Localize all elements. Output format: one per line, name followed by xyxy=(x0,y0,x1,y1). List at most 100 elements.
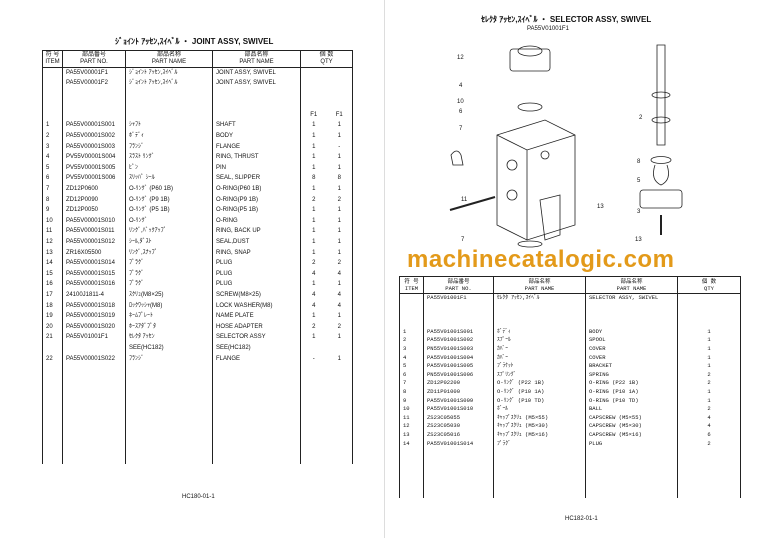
table-cell xyxy=(42,342,63,354)
table-cell: ﾎﾞﾃﾞｨ xyxy=(125,131,213,142)
table-cell: ZS23C05055 xyxy=(423,413,494,423)
table-cell: PLUG xyxy=(212,279,301,290)
table-cell xyxy=(493,310,586,320)
table-cell: 1 xyxy=(399,327,424,337)
callout: 10 xyxy=(457,99,464,105)
table-cell: PA55V00001S022 xyxy=(62,353,126,365)
table-cell xyxy=(42,109,63,121)
table-cell: - xyxy=(326,141,353,153)
table-cell: PA55V01001S005 xyxy=(423,362,494,371)
table-cell: 3 xyxy=(42,141,63,153)
table-cell xyxy=(399,293,424,303)
table-cell: SELECTOR ASSY xyxy=(212,332,301,343)
table-cell xyxy=(300,67,327,79)
table-row xyxy=(399,319,741,328)
table-cell: 1 xyxy=(326,237,353,248)
table-cell xyxy=(300,342,327,354)
table-cell xyxy=(62,109,126,121)
callout: 2 xyxy=(639,115,643,121)
table-cell: 16 xyxy=(42,279,63,290)
table-cell: 21 xyxy=(42,332,63,343)
table-cell: ﾎﾞｰﾙ xyxy=(493,405,586,414)
table-filler xyxy=(399,448,741,499)
table-cell: 2 xyxy=(326,258,353,269)
table-cell: PIN xyxy=(212,162,301,174)
h-qty-jp: 個 数 xyxy=(319,52,334,58)
table-cell: ｽｸﾘｭ(M8×25) xyxy=(125,289,213,301)
table-cell: SEE(HC182) xyxy=(212,342,301,354)
table-cell: NAME PLATE xyxy=(212,311,301,322)
bracket-part xyxy=(539,194,561,241)
table-cell: PA55V00001S016 xyxy=(62,279,126,290)
right-title: ｾﾚｸﾀ ｱｯｾﾝ,ｽｲﾍﾞﾙ ・ SELECTOR ASSY, SWIVEL xyxy=(481,15,652,24)
table-cell: 1 xyxy=(677,327,741,337)
hand-pointer xyxy=(450,150,464,166)
table-cell: PV55V00001S004 xyxy=(62,152,126,163)
table-cell: SPRING xyxy=(585,370,678,380)
watermark: machinecatalogic.com xyxy=(407,246,675,273)
table-cell xyxy=(677,293,741,303)
table-cell: 1 xyxy=(677,388,741,397)
cover-part xyxy=(509,48,551,72)
table-cell: ｽﾗｽﾄ ﾘﾝｸﾞ xyxy=(125,152,213,163)
table-cell: ﾌﾗﾝｼﾞ xyxy=(125,141,213,153)
table-cell: 1 xyxy=(677,362,741,371)
h-qty: QTY xyxy=(704,285,714,292)
table-cell: 1 xyxy=(677,345,741,354)
table-cell: 15 xyxy=(42,268,63,280)
table-cell: BODY xyxy=(212,131,301,142)
table-cell: 2 xyxy=(677,439,741,449)
table-cell: ZD12P02200 xyxy=(423,379,494,389)
table-cell: 1 xyxy=(326,120,353,132)
table-cell: 3 xyxy=(399,345,424,354)
table-cell xyxy=(42,78,63,89)
table-cell: ｼｬﾌﾄ xyxy=(125,120,213,132)
table-cell: CAPSCREW (M5×55) xyxy=(585,413,678,423)
table-cell: 1 xyxy=(300,279,327,290)
table-cell: 8 xyxy=(399,388,424,397)
table-cell: O-ﾘﾝｸﾞ (P10 TD) xyxy=(493,396,586,406)
h-name-jp: 部品名称 xyxy=(528,278,551,285)
table-cell: 1 xyxy=(326,152,353,163)
table-cell: O-RING (P10 TD) xyxy=(585,396,678,406)
table-cell: ｾﾚｸﾀ ｱｯｾﾝ,ｽｲﾍﾞﾙ xyxy=(493,293,586,303)
callout: 7 xyxy=(461,237,465,243)
table-cell xyxy=(585,319,678,328)
cover-bottom-part xyxy=(639,189,683,209)
table-cell: ﾌﾗﾝｼﾞ xyxy=(125,353,213,365)
diagram-parts xyxy=(449,44,683,248)
table-cell: PA55V00001F1 xyxy=(62,67,126,79)
table-cell: ｽﾘｯﾊﾟ ｼｰﾙ xyxy=(125,173,213,185)
table-cell: LOCK WASHER(M8) xyxy=(212,300,301,312)
h-name2-jp: 部品名称 xyxy=(620,278,643,285)
table-cell: 4 xyxy=(326,289,353,301)
table-cell: 2 xyxy=(677,370,741,380)
table-cell: 19 xyxy=(42,311,63,322)
table-cell: 1 xyxy=(300,247,327,259)
table-cell: ｼﾞｮｲﾝﾄ ｱｯｾﾝ,ｽｲﾍﾞﾙ xyxy=(125,78,213,89)
h-item: ITEM xyxy=(404,285,419,292)
table-cell: ﾌﾟﾗｸﾞ xyxy=(125,279,213,290)
table-cell xyxy=(399,319,424,328)
table-cell: PA55V00001S020 xyxy=(62,321,126,333)
table-cell: PA55V01001F1 xyxy=(62,332,126,343)
table-cell: 7 xyxy=(399,379,424,389)
right-subtitle: PA55V01001F1 xyxy=(527,26,569,32)
table-cell: SCREW(M8×25) xyxy=(212,289,301,301)
table-cell: 1 xyxy=(326,205,353,216)
table-cell: 8 xyxy=(300,173,327,185)
table-cell: 5 xyxy=(42,162,63,174)
table-cell: 2 xyxy=(326,194,353,206)
table-cell xyxy=(212,88,301,100)
table-cell: 8 xyxy=(42,194,63,206)
